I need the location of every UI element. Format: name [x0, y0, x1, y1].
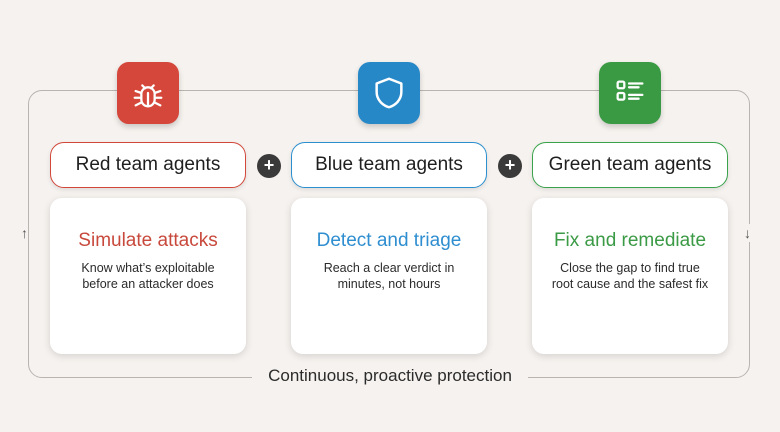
up-arrow-icon: ↑	[21, 224, 28, 242]
blue-team-desc-line-2: minutes, not hours	[337, 277, 441, 291]
blue-team-desc-line-1: Reach a clear verdict in	[323, 261, 455, 275]
red-team-card: Simulate attacks Know what’s exploitable…	[50, 198, 246, 354]
red-team-desc-line-1: Know what’s exploitable	[81, 261, 215, 275]
down-arrow-icon: ↓	[744, 224, 751, 242]
blue-team-description: Reach a clear verdict in minutes, not ho…	[291, 260, 487, 292]
green-team-description: Close the gap to find true root cause an…	[532, 260, 728, 292]
red-team-description: Know what’s exploitable before an attack…	[50, 260, 246, 292]
green-team-label: Green team agents	[532, 142, 728, 188]
loop-caption: Continuous, proactive protection	[0, 366, 780, 386]
blue-team-icon-tile	[358, 62, 420, 124]
plus-icon: +	[498, 154, 522, 178]
red-team-label: Red team agents	[50, 142, 246, 188]
checklist-icon	[616, 80, 644, 101]
green-team-heading: Fix and remediate	[553, 230, 707, 251]
green-team-desc-line-1: Close the gap to find true	[560, 261, 700, 275]
red-team-heading: Simulate attacks	[78, 230, 218, 251]
blue-team-heading: Detect and triage	[316, 230, 462, 251]
blue-team-label: Blue team agents	[291, 142, 487, 188]
red-team-icon-tile	[117, 62, 179, 124]
red-team-desc-line-2: before an attacker does	[82, 277, 214, 291]
plus-icon: +	[257, 154, 281, 178]
bug-icon	[133, 84, 163, 108]
green-team-icon-tile	[599, 62, 661, 124]
shield-icon	[375, 77, 403, 109]
green-team-card: Fix and remediate Close the gap to find …	[532, 198, 728, 354]
blue-team-card: Detect and triage Reach a clear verdict …	[291, 198, 487, 354]
loop-caption-text: Continuous, proactive protection	[252, 366, 528, 385]
green-team-desc-line-2: root cause and the safest fix	[551, 277, 709, 291]
